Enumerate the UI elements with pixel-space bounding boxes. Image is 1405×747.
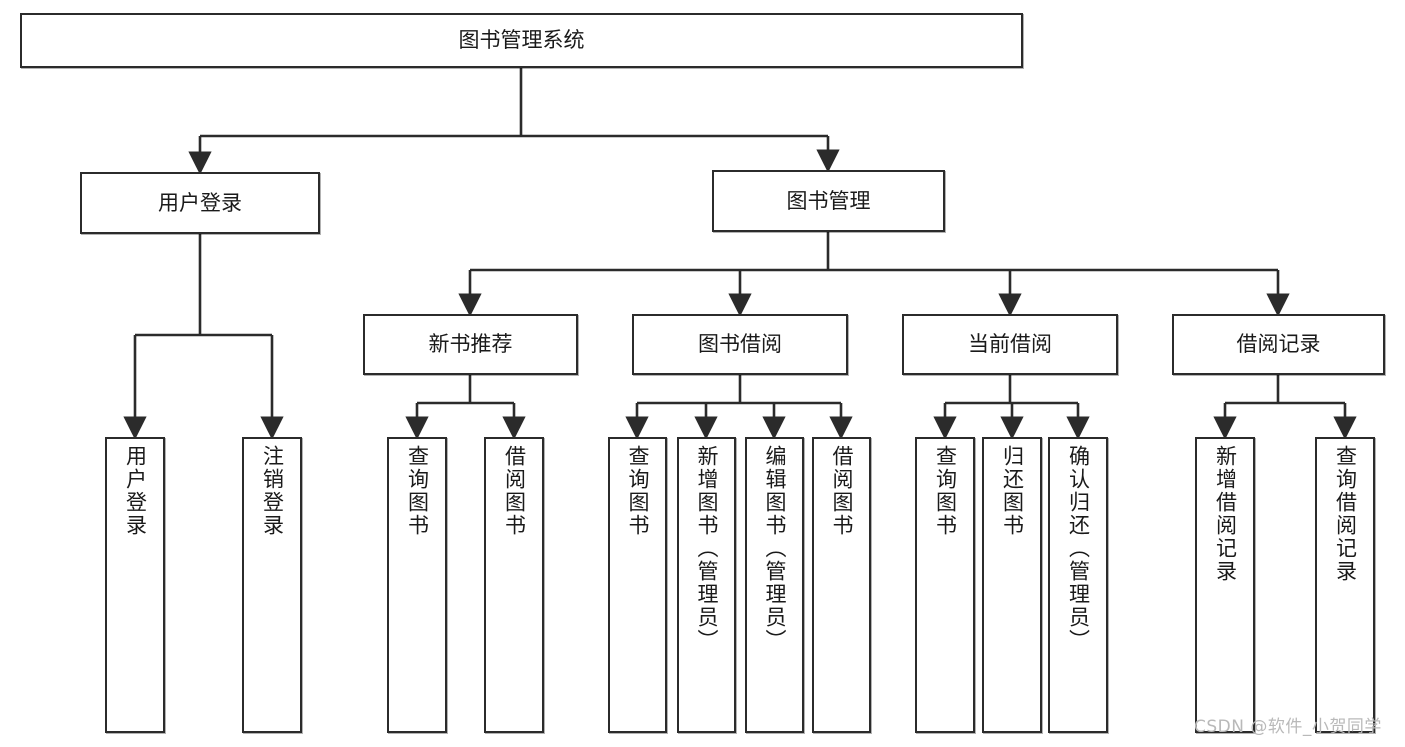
- node-leaf-return-book-label: 归还图书: [1000, 445, 1025, 537]
- node-leaf-confirm-return-label: 确认归还（管理员）: [1066, 445, 1091, 652]
- node-user-login-label: 用户登录: [158, 190, 242, 215]
- node-new-book-rec[interactable]: 新书推荐: [363, 314, 578, 375]
- node-leaf-return-book[interactable]: 归还图书: [982, 437, 1042, 733]
- node-leaf-query-book-b[interactable]: 查询图书: [608, 437, 667, 733]
- node-leaf-query-record-label: 查询借阅记录: [1333, 445, 1358, 583]
- node-leaf-user-login-label: 用户登录: [123, 445, 148, 537]
- node-current-borrow[interactable]: 当前借阅: [902, 314, 1118, 375]
- node-book-manage[interactable]: 图书管理: [712, 170, 945, 232]
- node-leaf-add-book[interactable]: 新增图书（管理员）: [677, 437, 736, 733]
- node-current-borrow-label: 当前借阅: [968, 332, 1052, 357]
- node-leaf-confirm-return[interactable]: 确认归还（管理员）: [1048, 437, 1108, 733]
- node-leaf-user-login[interactable]: 用户登录: [105, 437, 165, 733]
- node-leaf-query-record[interactable]: 查询借阅记录: [1315, 437, 1375, 733]
- node-leaf-logout-label: 注销登录: [260, 445, 285, 537]
- node-new-book-rec-label: 新书推荐: [428, 332, 513, 357]
- node-leaf-borrow-book-rec-label: 借阅图书: [502, 445, 527, 537]
- node-leaf-query-book-c[interactable]: 查询图书: [915, 437, 975, 733]
- node-borrow-record[interactable]: 借阅记录: [1172, 314, 1385, 375]
- node-leaf-query-book-c-label: 查询图书: [933, 445, 958, 537]
- node-book-manage-label: 图书管理: [786, 188, 871, 213]
- node-leaf-query-book-rec-label: 查询图书: [405, 445, 430, 537]
- node-leaf-add-record[interactable]: 新增借阅记录: [1195, 437, 1255, 733]
- node-root-图书管理系统[interactable]: 图书管理系统: [20, 13, 1023, 68]
- node-leaf-edit-book[interactable]: 编辑图书（管理员）: [745, 437, 804, 733]
- node-borrow-record-label: 借阅记录: [1236, 332, 1321, 357]
- node-leaf-add-book-label: 新增图书（管理员）: [695, 445, 719, 652]
- node-leaf-borrow-book-rec[interactable]: 借阅图书: [484, 437, 544, 733]
- node-leaf-edit-book-label: 编辑图书（管理员）: [763, 445, 787, 652]
- node-book-borrow[interactable]: 图书借阅: [632, 314, 848, 375]
- node-root-图书管理系统-label: 图书管理系统: [458, 28, 585, 53]
- node-leaf-query-book-rec[interactable]: 查询图书: [387, 437, 447, 733]
- node-user-login[interactable]: 用户登录: [80, 172, 320, 234]
- node-leaf-borrow-book-b[interactable]: 借阅图书: [812, 437, 871, 733]
- node-leaf-add-record-label: 新增借阅记录: [1213, 445, 1238, 583]
- node-leaf-borrow-book-b-label: 借阅图书: [830, 445, 854, 537]
- node-leaf-logout[interactable]: 注销登录: [242, 437, 302, 733]
- node-leaf-query-book-b-label: 查询图书: [626, 445, 650, 537]
- node-book-borrow-label: 图书借阅: [698, 332, 782, 357]
